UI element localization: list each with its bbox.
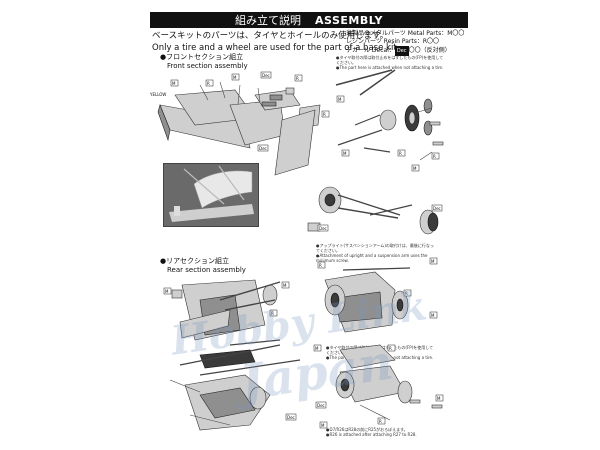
svg-text:Dec: Dec <box>262 73 270 78</box>
intro-line-jp: ベースキットのパーツは、タイヤとホイールのみ使用します。 <box>152 31 389 41</box>
rear-arm-plate <box>199 349 256 369</box>
monocoque-panel <box>274 109 316 176</box>
rear-section-title-jp: ●リアセクション組立 <box>160 257 229 265</box>
header-title-en: ASSEMBLY <box>315 13 383 27</box>
legend-resin: レジンパーツ Resin Parts：R〇〇 <box>346 38 440 45</box>
header-title-jp: 組み立て説明 <box>235 14 301 27</box>
svg-text:R: R <box>433 154 436 159</box>
svg-text:M: M <box>233 75 237 80</box>
nose-photo-drawing <box>164 164 258 226</box>
svg-text:M: M <box>165 289 169 294</box>
svg-text:M: M <box>321 423 325 428</box>
assembly-header: 組み立て説明 ASSEMBLY <box>150 12 468 28</box>
svg-text:Dec: Dec <box>287 415 295 420</box>
legend-metal: 当製品のメタルパーツ Metal Parts：M〇〇 <box>346 30 465 37</box>
nose-detail-photo <box>163 163 259 227</box>
svg-text:M: M <box>338 97 342 102</box>
svg-text:Dec: Dec <box>317 403 325 408</box>
yellow-label: YELLOW <box>150 92 167 97</box>
front-screw-1 <box>429 121 441 126</box>
svg-text:M: M <box>413 166 417 171</box>
svg-text:M: M <box>172 81 176 86</box>
bottom-note-en: ●R26 is attached after attaching R27 to … <box>326 432 417 437</box>
svg-text:R: R <box>379 419 382 424</box>
bottom-note-jp: ●D7/R26はR28の前にR25がおろぼえます。 <box>326 427 408 432</box>
intro-line-en: Only a tire and a wheel are used for the… <box>152 43 400 53</box>
rear-wing-diagram <box>171 279 281 346</box>
svg-text:M: M <box>437 396 441 401</box>
mid-note-en: ●Attachment of upright and a suspension … <box>316 253 428 263</box>
legend-decal-box: Dec <box>394 46 409 56</box>
small-plate-3 <box>285 87 295 95</box>
front-note-en: ●The part here is attached when not atta… <box>336 65 444 70</box>
svg-text:R: R <box>399 151 402 156</box>
svg-text:R: R <box>271 311 274 316</box>
front-note: ●タイヤ取付の際は取付止めをはずしたもの(FP)を使用してください。 ●The … <box>336 55 446 70</box>
intro-text: ベースキットのパーツは、タイヤとホイールのみ使用します。 Only a tire… <box>152 30 399 54</box>
rear-car-diagram <box>324 267 443 421</box>
front-wing-diagram <box>157 81 321 176</box>
front-upright <box>379 109 397 131</box>
front-screw-2 <box>432 141 444 146</box>
rear-lower-body <box>339 344 396 369</box>
bottom-note: ●D7/R26はR28の前にR25がおろぼえます。 ●R26 is attach… <box>326 427 436 437</box>
small-plate-1 <box>269 94 283 101</box>
svg-text:R: R <box>207 81 210 86</box>
mid-note-jp: ●アップライト(サスペンションアーム)の取付けは、最後に行なってください。 <box>316 243 434 253</box>
front-note-jp: ●タイヤ取付の際は取付止めをはずしたもの(FP)を使用してください。 <box>336 55 444 65</box>
mid-note: ●アップライト(サスペンションアーム)の取付けは、最後に行なってください。 ●A… <box>316 243 436 263</box>
rear-diffuser <box>179 309 231 339</box>
front-section-title: ●フロントセクション組立 Front section assembly <box>160 53 248 71</box>
svg-text:R: R <box>389 346 392 351</box>
rear-section-title-en: Rear section assembly <box>167 266 246 274</box>
front-hub <box>423 98 433 114</box>
svg-text:Dec: Dec <box>319 226 327 231</box>
rear-section-title: ●リアセクション組立 Rear section assembly <box>160 257 246 275</box>
rear-small-part <box>171 289 183 299</box>
front-section-title-jp: ●フロントセクション組立 <box>160 53 244 61</box>
parts-legend: 当製品のメタルパーツ Metal Parts：M〇〇 レジンパーツ Resin … <box>346 30 464 56</box>
svg-text:M: M <box>431 259 435 264</box>
legend-decal-suffix: 〇〇（反対側） <box>408 47 451 54</box>
front-section-title-en: Front section assembly <box>167 62 248 70</box>
svg-text:M: M <box>283 283 287 288</box>
svg-text:R: R <box>323 112 326 117</box>
mid-upright-diagram <box>307 186 439 235</box>
legend-decal-prefix: デカール Decal： <box>346 47 395 54</box>
svg-text:R: R <box>405 291 408 296</box>
front-suspension-diagram <box>335 69 444 161</box>
part-tags: M R M Dec R Dec R M M R M R Dec Dec M M … <box>163 71 444 429</box>
svg-text:Dec: Dec <box>433 206 441 211</box>
svg-text:M: M <box>315 346 319 351</box>
svg-text:Dec: Dec <box>259 146 267 151</box>
svg-text:M: M <box>343 151 347 156</box>
small-plate-2 <box>261 101 277 107</box>
svg-text:R: R <box>319 263 322 268</box>
svg-text:R: R <box>296 76 299 81</box>
rear-suspension-diagram <box>169 344 301 431</box>
svg-text:M: M <box>431 313 435 318</box>
front-wing-endplate <box>157 104 171 142</box>
